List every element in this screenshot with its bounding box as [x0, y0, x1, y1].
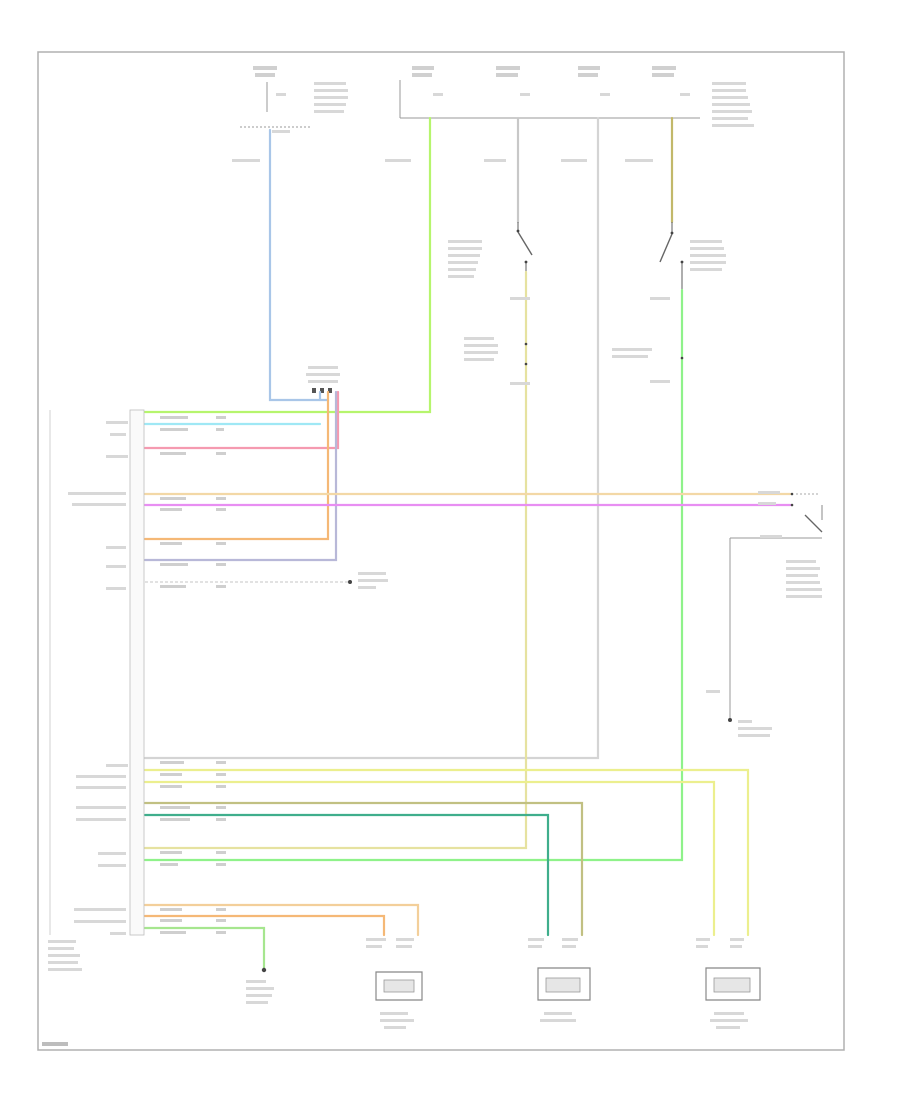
brake-switch-right [659, 222, 726, 290]
abs-control-module [48, 409, 145, 971]
wire-lt-blu-feed [268, 128, 330, 402]
fuse-block-2 [399, 66, 754, 127]
wire-lt-grn-red-rear [143, 801, 584, 937]
diagram-frame [37, 51, 845, 1051]
wire-lt-grn-wht-gnd [143, 926, 266, 970]
wire-lt-blu-red [143, 390, 340, 450]
module-pin-labels [68, 421, 128, 935]
wire-blk-yel-run [143, 270, 528, 850]
wire-labels-top [232, 159, 653, 162]
wire-yel-lt-grn-feed [143, 116, 432, 414]
wire-tan-yel-lf [143, 903, 420, 937]
rear-axle-speed-sensor [528, 938, 591, 1022]
wire-tan-org [143, 390, 330, 541]
data-link-connector [306, 366, 340, 393]
fuse-block-1 [240, 66, 348, 133]
wire-blk-wht-feed [143, 116, 600, 760]
brake-switch-left [448, 222, 533, 278]
lf-wheel-speed-sensor [366, 938, 423, 1029]
wire-yel-wht-rf [143, 780, 716, 937]
wire-circuit-labels [160, 416, 226, 934]
brake-fluid-level-switch [706, 491, 823, 737]
wire-yel-red-rf [143, 768, 750, 937]
wire-lt-grn-run [143, 288, 684, 862]
rf-wheel-speed-sensor [696, 938, 761, 1029]
wire-lt-grn-blk-rear [143, 813, 550, 937]
ground-point [246, 967, 274, 1004]
diagram-id-mark [42, 1042, 68, 1046]
wire-wht-yel-blk [143, 390, 338, 562]
wire-tan-org-lf [143, 914, 386, 937]
